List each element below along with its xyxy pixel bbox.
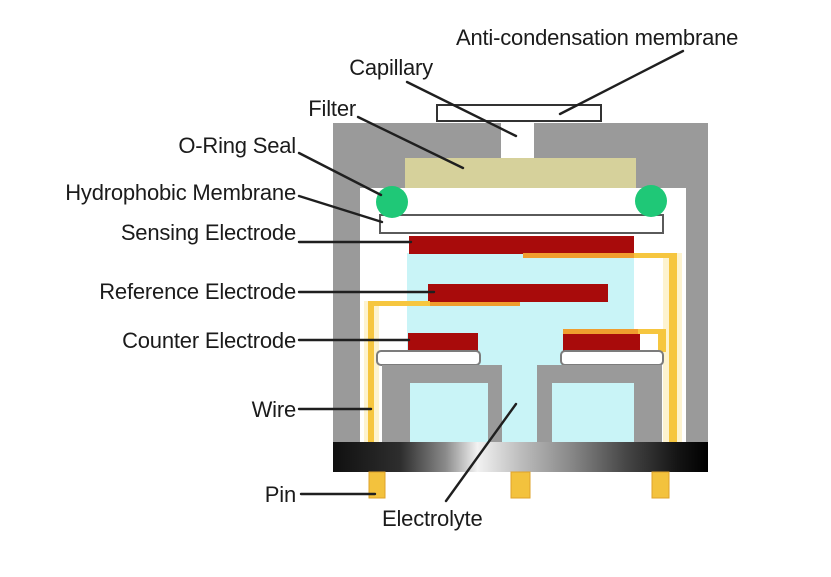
capillary-slot — [501, 123, 534, 158]
label-pin: Pin — [264, 482, 296, 507]
label-reference-electrode: Reference Electrode — [99, 279, 296, 304]
pin-right — [651, 471, 670, 499]
filter-layer — [405, 158, 636, 188]
label-counter-electrode: Counter Electrode — [122, 328, 296, 353]
pedestal-right — [537, 365, 662, 442]
o-ring-right — [635, 185, 667, 217]
pin-left — [368, 471, 386, 499]
label-sensing-electrode: Sensing Electrode — [120, 220, 296, 245]
label-capillary: Capillary — [349, 55, 433, 80]
sensing-wire-horizontal — [634, 253, 677, 258]
sensor-base — [333, 442, 708, 472]
label-anti-condensation-membrane: Anti-condensation membrane — [456, 25, 739, 50]
counter-electrode-right-bar — [563, 333, 640, 351]
reference-wire-vertical — [368, 301, 374, 442]
label-filter: Filter — [308, 96, 356, 121]
label-hydrophobic-membrane: Hydrophobic Membrane — [65, 180, 296, 205]
leader-filter — [356, 115, 465, 170]
label-o-ring-seal: O-Ring Seal — [178, 133, 296, 158]
pedestal-left — [382, 365, 502, 442]
counter-wire-orange — [563, 329, 640, 334]
counter-wire-horizontal — [638, 329, 666, 334]
counter-wire-vertical — [658, 329, 666, 352]
reference-wire-orange — [428, 302, 520, 306]
label-wire: Wire — [251, 397, 297, 422]
anti-condensation-membrane-bar — [436, 104, 602, 122]
leader-capillary — [405, 80, 518, 138]
reference-electrode-bar — [428, 284, 608, 302]
leader-lines — [297, 49, 685, 503]
counter-support-right — [560, 350, 664, 366]
hydrophobic-membrane-bar — [379, 214, 664, 234]
o-ring-left — [376, 186, 408, 218]
leader-o-ring-seal — [297, 151, 383, 197]
label-electrolyte: Electrolyte — [382, 506, 483, 531]
sensing-wire-orange — [523, 253, 634, 258]
leader-hydrophobic-membrane — [297, 194, 384, 224]
counter-electrode-left-bar — [408, 333, 478, 351]
sensing-wire-vertical — [669, 253, 677, 442]
sensing-electrode-bar — [409, 236, 634, 254]
leader-anti-condensation-membrane — [558, 49, 685, 116]
counter-support-left — [376, 350, 481, 366]
reference-wire-horizontal — [368, 301, 430, 306]
leader-electrolyte — [444, 402, 518, 503]
pin-center — [510, 471, 531, 499]
